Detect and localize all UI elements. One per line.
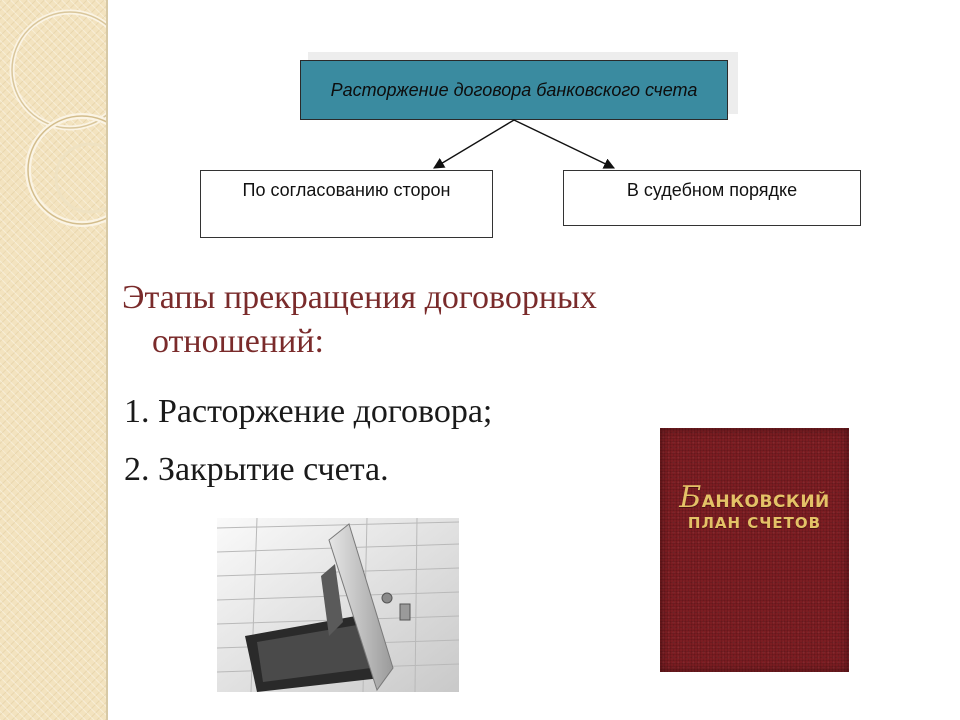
decorative-strip (0, 0, 106, 720)
branch-court-label: В судебном порядке (626, 180, 798, 200)
book-cover-image: БАНКОВСКИЙ ПЛАН СЧЕТОВ (660, 428, 849, 672)
stage-item-2: 2. Закрытие счета. (124, 451, 389, 488)
diagram-root-label: Расторжение договора банковского счета (330, 80, 698, 100)
stages-heading-line1: Этапы прекращения договорных (122, 279, 597, 316)
arrow-to-agreement (433, 119, 515, 169)
diagram-branch-court: В судебном порядке (563, 170, 861, 226)
stages-heading-line2: отношений: (152, 323, 324, 360)
diagram-root-box: Расторжение договора банковского счета (300, 60, 728, 120)
book-title: БАНКОВСКИЙ (660, 480, 849, 515)
book-title-initial: Б (679, 480, 702, 515)
safe-deposit-box-image (217, 518, 459, 692)
arrow-to-court (513, 119, 616, 169)
branch-agreement-label: По согласованию сторон (242, 180, 451, 200)
decorative-divider (106, 0, 108, 720)
book-title-rest: АНКОВСКИЙ (701, 492, 830, 512)
book-subtitle: ПЛАН СЧЕТОВ (687, 514, 822, 532)
stage-item-1: 1. Расторжение договора; (124, 393, 493, 430)
decorative-rings-icon (9, 9, 106, 227)
diagram-branch-agreement: По согласованию сторон (200, 170, 493, 238)
stages-heading: Этапы прекращения договорных отношений: (122, 276, 762, 364)
